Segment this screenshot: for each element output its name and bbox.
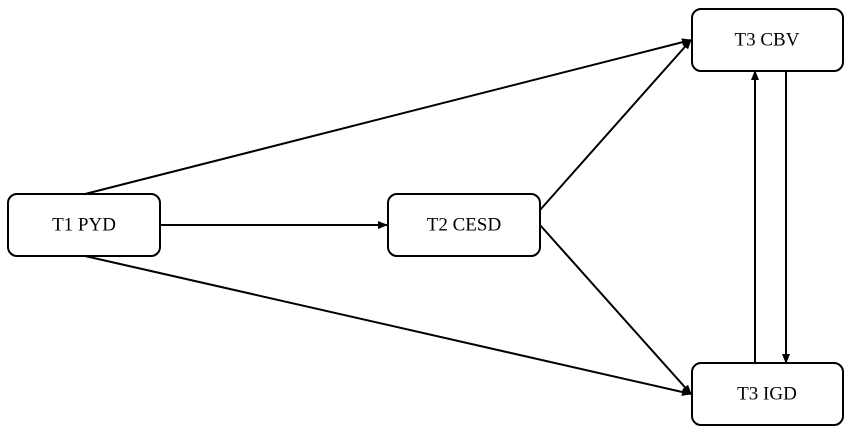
node-t2-cesd-label: T2 CESD — [427, 215, 501, 236]
node-t3-cbv-label: T3 CBV — [735, 30, 800, 51]
node-t1-pyd-label: T1 PYD — [52, 215, 116, 236]
node-t3-igd: T3 IGD — [691, 362, 844, 426]
node-t3-cbv-box — [691, 8, 844, 72]
node-t3-igd-label: T3 IGD — [737, 384, 797, 405]
node-t2-cesd-box — [387, 193, 541, 257]
node-t3-igd-box — [691, 362, 844, 426]
node-t2-cesd: T2 CESD — [387, 193, 541, 257]
edge-t1pyd-to-t3igd — [84, 255, 692, 396]
node-t3-cbv: T3 CBV — [691, 8, 844, 72]
node-t1-pyd-box — [7, 193, 161, 257]
edge-t2cesd-to-t3cbv — [539, 39, 692, 211]
edge-t1pyd-to-t3cbv — [84, 38, 692, 195]
edge-t2cesd-to-t3igd — [539, 224, 692, 395]
node-t1-pyd: T1 PYD — [7, 193, 161, 257]
